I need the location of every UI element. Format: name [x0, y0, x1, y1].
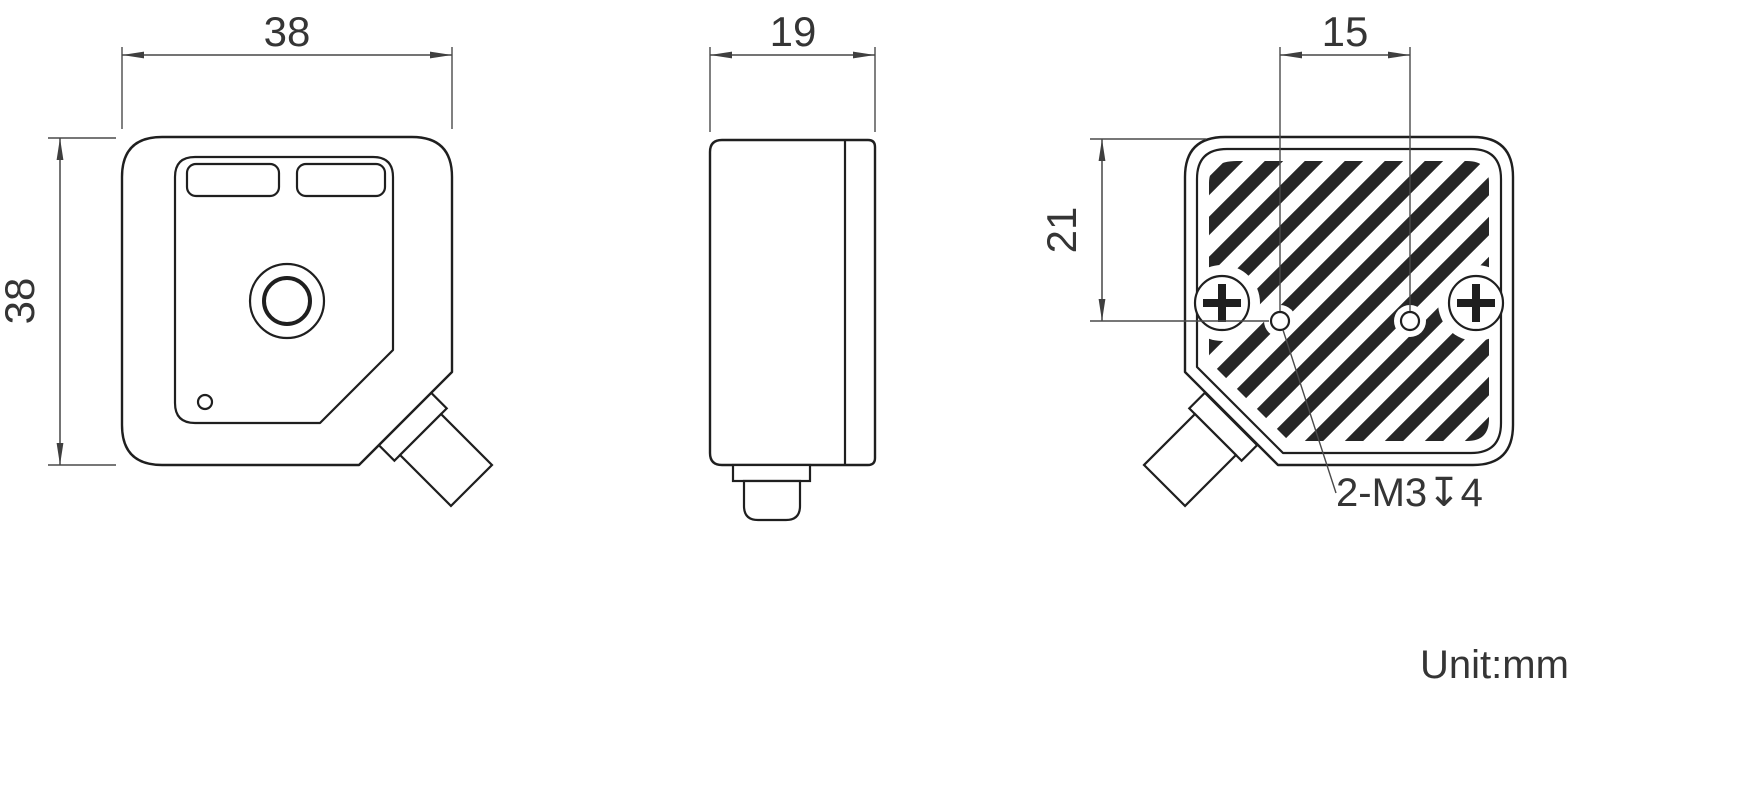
- side-view: [708, 138, 877, 522]
- m3-hole-left: [1269, 310, 1291, 332]
- unit-label: Unit:mm: [1420, 643, 1569, 687]
- dim-back-hole-offset: 21: [1038, 207, 1085, 254]
- side-connector-plug: [742, 479, 802, 522]
- dim-back-hole-spacing: 15: [1322, 8, 1369, 55]
- side-connector-collar: [731, 463, 812, 483]
- front-view-dimensions: 38 38: [0, 8, 453, 466]
- side-view-dimensions: 19: [709, 8, 876, 132]
- lens-inner-ring: [262, 276, 312, 326]
- heatsink-plate: [1195, 147, 1503, 455]
- dim-front-height: 38: [0, 278, 43, 325]
- led-window-right: [295, 162, 387, 198]
- lens-outer-ring: [248, 262, 326, 340]
- indicator-led: [196, 393, 214, 411]
- screw-boss-right: [1447, 274, 1505, 332]
- leader-line: [1282, 329, 1337, 494]
- m3-hole-right: [1399, 310, 1421, 332]
- dim-side-depth: 19: [770, 8, 817, 55]
- dim-front-width: 38: [264, 8, 311, 55]
- led-window-left: [185, 162, 281, 198]
- thread-callout: 2-M3↧4: [1336, 471, 1483, 515]
- phillips-cross-icon: [1218, 284, 1226, 322]
- front-face-panel: [173, 155, 395, 425]
- phillips-cross-icon: [1472, 284, 1480, 322]
- back-view-dimensions: 15 21 2-M3↧4: [1038, 8, 1483, 515]
- back-body: [1183, 135, 1515, 467]
- back-view: [1142, 135, 1515, 508]
- front-view: [120, 135, 494, 508]
- front-connector-plug: [398, 412, 494, 508]
- back-connector-plug: [1142, 412, 1238, 508]
- side-body: [708, 138, 877, 467]
- screw-boss-left: [1193, 274, 1251, 332]
